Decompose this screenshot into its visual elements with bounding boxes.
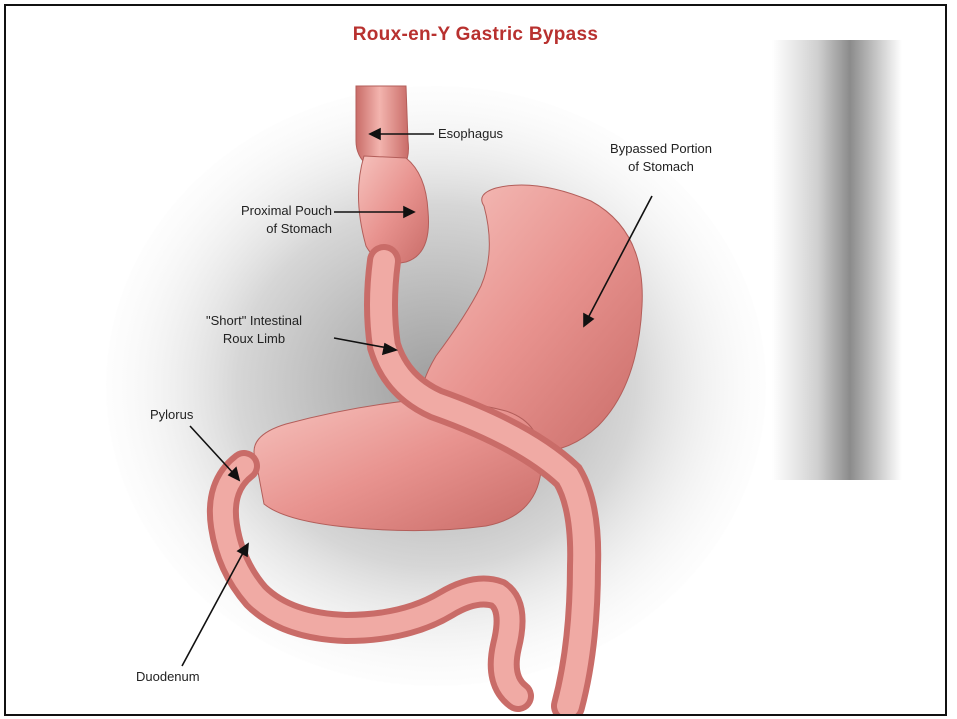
label-roux-line2: Roux Limb [174,330,334,348]
label-bypassed-line2: of Stomach [586,158,736,176]
label-pylorus: Pylorus [150,406,193,424]
label-proximal-pouch-line1: Proximal Pouch [182,202,332,220]
label-roux-line1: "Short" Intestinal [174,312,334,330]
label-roux-limb: "Short" Intestinal Roux Limb [174,312,334,348]
anatomy-illustration [6,6,947,716]
label-bypassed-portion: Bypassed Portion of Stomach [586,140,736,176]
label-proximal-pouch: Proximal Pouch of Stomach [182,202,332,238]
esophagus-tube [356,86,409,166]
label-duodenum: Duodenum [136,668,200,686]
diagram-title: Roux-en-Y Gastric Bypass [6,24,945,46]
side-shadow-panel [772,40,902,480]
label-bypassed-line1: Bypassed Portion [586,140,736,158]
diagram-frame: Roux-en-Y Gastric Bypass Esophagus Proxi… [4,4,947,716]
label-proximal-pouch-line2: of Stomach [182,220,332,238]
label-esophagus: Esophagus [438,125,503,143]
